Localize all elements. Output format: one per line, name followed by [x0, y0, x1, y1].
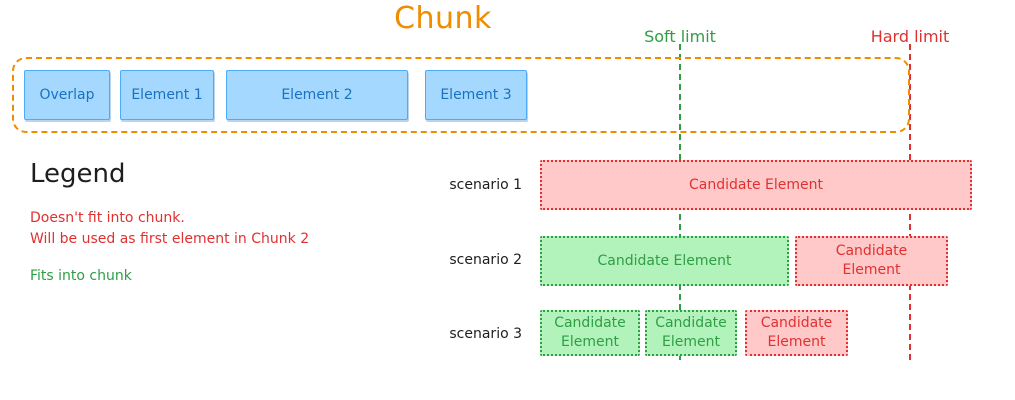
scenario-1-label: scenario 1 [449, 177, 522, 193]
chunk-element-1[interactable]: Element 1 [120, 70, 214, 120]
scenario-3-candidate-3[interactable]: Candidate Element [745, 310, 848, 356]
scenario-3-candidate-2[interactable]: Candidate Element [645, 310, 737, 356]
legend-heading: Legend [30, 159, 126, 189]
soft-limit-label: Soft limit [644, 27, 716, 46]
scenario-2-candidate-1[interactable]: Candidate Element [540, 236, 789, 286]
hard-limit-label: Hard limit [870, 27, 950, 46]
scenario-2-label: scenario 2 [449, 252, 522, 268]
legend-doesnt-fit-text: Doesn't fit into chunk. Will be used as … [30, 210, 310, 247]
scenario-3-candidate-1[interactable]: Candidate Element [540, 310, 640, 356]
page-title: Chunk [394, 1, 492, 36]
chunk-element-overlap[interactable]: Overlap [24, 70, 110, 120]
chunk-element-3[interactable]: Element 3 [425, 70, 527, 120]
chunk-element-2[interactable]: Element 2 [226, 70, 408, 120]
scenario-2-candidate-2[interactable]: Candidate Element [795, 236, 948, 286]
scenario-3-label: scenario 3 [449, 326, 522, 342]
scenario-1-candidate-1[interactable]: Candidate Element [540, 160, 972, 210]
chunk-container [12, 57, 910, 133]
legend-fits-text: Fits into chunk [30, 268, 132, 284]
